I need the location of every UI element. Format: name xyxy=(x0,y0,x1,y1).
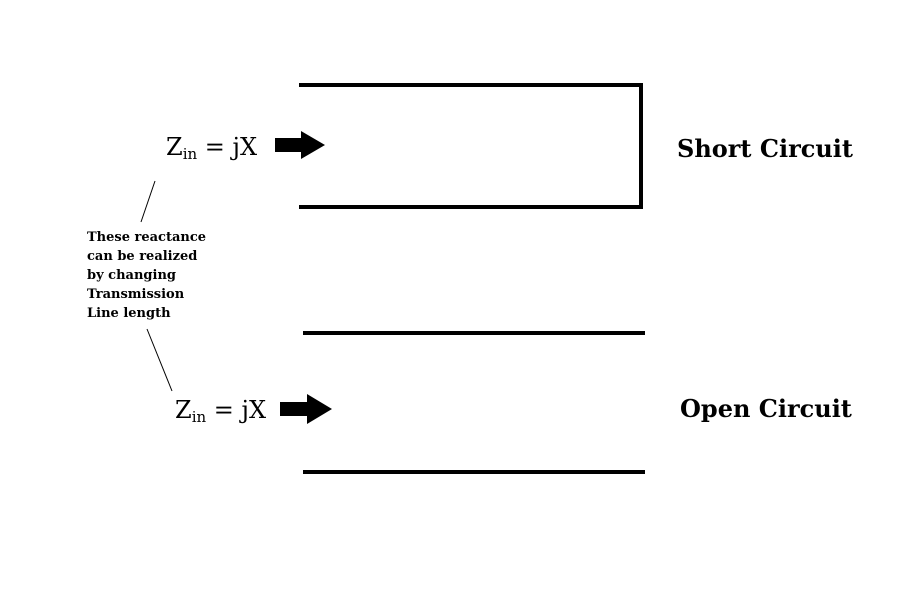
short-circuit-zin: Zin = jX xyxy=(166,133,257,163)
zin-subscript: in xyxy=(192,408,207,426)
zin-rest: = jX xyxy=(206,396,266,424)
right-arrow-icon xyxy=(275,131,325,159)
annotation-note: These reactance can be realized by chang… xyxy=(87,230,211,321)
note-line: Transmission xyxy=(87,287,185,302)
zin-symbol: Z xyxy=(175,396,192,424)
note-line: Line length xyxy=(87,306,171,321)
right-arrow-icon xyxy=(280,394,332,424)
note-line: by changing xyxy=(87,268,176,283)
short-circuit-label: Short Circuit xyxy=(677,134,853,163)
zin-rest: = jX xyxy=(197,133,257,161)
open-circuit-zin: Zin = jX xyxy=(175,396,266,426)
note-leader-line-top xyxy=(140,180,156,223)
zin-symbol: Z xyxy=(166,133,183,161)
note-line: These reactance xyxy=(87,230,206,245)
note-leader-line-bottom xyxy=(146,328,173,392)
note-line: can be realized xyxy=(87,249,197,264)
short-circuit-stub xyxy=(299,83,643,209)
zin-subscript: in xyxy=(183,145,198,163)
open-circuit-label: Open Circuit xyxy=(680,394,852,423)
